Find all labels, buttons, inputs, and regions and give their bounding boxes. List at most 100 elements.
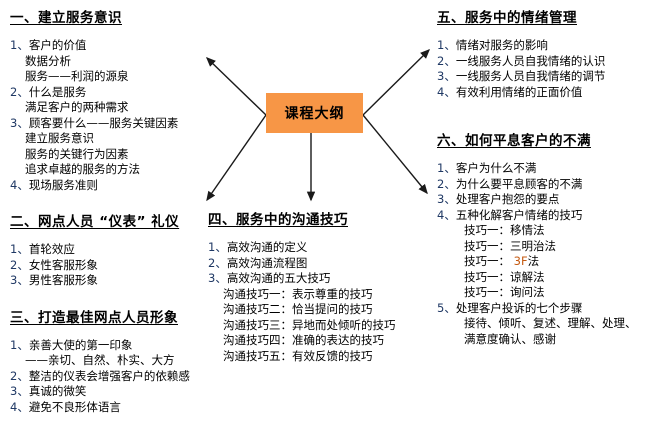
item-text: 为什么要平息顾客的不满 xyxy=(455,176,583,191)
item-number: 1、 xyxy=(437,161,456,175)
list-item[interactable]: 1、 客户为什么不满 xyxy=(437,161,652,177)
list-subitem: 沟通技巧一：表示尊重的技巧 xyxy=(223,286,373,301)
item-number: 1、 xyxy=(437,38,456,52)
section-three: 三、打造最佳网点人员形象 1、 亲善大使的第一印象 ——亲切、自然、朴实、大方 … xyxy=(10,306,210,416)
list-item[interactable]: 2、 整洁的仪表会增强客户的依赖感 xyxy=(10,369,210,385)
section-five-heading: 五、服务中的情绪管理 xyxy=(437,10,577,26)
item-text: 有效利用情绪的正面价值 xyxy=(455,84,583,99)
item-number: 2、 xyxy=(10,257,29,272)
section-two-list: 1、 首轮效应 2、 女性客服形象 3、 男性客服形象 xyxy=(10,242,210,289)
column-middle: 四、服务中的沟通技巧 1、 高效沟通的定义 2、 高效沟通流程图 3、 高效沟通… xyxy=(208,208,433,364)
list-subitem: 技巧一：移情法 xyxy=(464,223,545,237)
subitem-prefix: 技巧一： xyxy=(464,254,514,268)
item-text: 首轮效应 xyxy=(28,242,75,256)
item-number: 3、 xyxy=(437,192,456,206)
list-item[interactable]: 4、 现场服务准则 xyxy=(10,178,210,194)
list-item[interactable]: 1、 高效沟通的定义 xyxy=(208,240,433,256)
center-node-course-outline[interactable]: 课程大纲 xyxy=(266,93,363,133)
section-one-list: 1、 客户的价值 数据分析 服务——利润的源泉 2、 什么是服务 满足客户的两种… xyxy=(10,38,210,193)
item-number: 1、 xyxy=(10,38,29,52)
list-subitem: 满足客户的两种需求 xyxy=(25,100,129,114)
item-text: 客户的价值 xyxy=(28,38,87,52)
list-item[interactable]: 2、 为什么要平息顾客的不满 xyxy=(437,177,652,193)
item-number: 3、 xyxy=(10,384,29,398)
list-item[interactable]: 5、 处理客户投诉的七个步骤 xyxy=(437,301,652,317)
list-subitem: 建立服务意识 xyxy=(25,131,94,145)
list-subitem: 数据分析 xyxy=(25,53,71,68)
list-item[interactable]: 1、 情绪对服务的影响 xyxy=(437,38,652,54)
connector-to-section-two-three xyxy=(206,114,267,202)
item-text: 真诚的微笑 xyxy=(28,384,87,398)
connector-to-section-six xyxy=(362,114,428,195)
item-text: 男性客服形象 xyxy=(28,273,98,287)
item-text: 女性客服形象 xyxy=(28,257,98,272)
item-number: 4、 xyxy=(437,207,456,222)
section-one-heading: 一、建立服务意识 xyxy=(10,10,122,26)
item-number: 2、 xyxy=(437,53,456,68)
item-text: 处理客户投诉的七个步骤 xyxy=(455,300,583,315)
list-item[interactable]: 3、 顾客要什么——服务关键因素 xyxy=(10,116,210,132)
section-three-heading: 三、打造最佳网点人员形象 xyxy=(10,309,178,326)
item-number: 4、 xyxy=(10,177,29,192)
list-item[interactable]: 3、 男性客服形象 xyxy=(10,273,210,289)
item-text: 一线服务人员自我情绪的调节 xyxy=(455,69,606,83)
column-left: 一、建立服务意识 1、 客户的价值 数据分析 服务——利润的源泉 2、 什么是服… xyxy=(10,6,210,415)
item-number: 1、 xyxy=(10,242,29,256)
item-text: 整洁的仪表会增强客户的依赖感 xyxy=(28,368,190,383)
list-item[interactable]: 2、 女性客服形象 xyxy=(10,258,210,274)
list-item[interactable]: 1、 首轮效应 xyxy=(10,242,210,258)
list-subitem: 沟通技巧四：准确的表达的技巧 xyxy=(223,333,384,347)
section-six-heading: 六、如何平息客户的不满 xyxy=(437,133,591,149)
item-text: 避免不良形体语言 xyxy=(28,399,121,414)
list-item[interactable]: 4、 避免不良形体语言 xyxy=(10,400,210,416)
list-item[interactable]: 2、 一线服务人员自我情绪的认识 xyxy=(437,54,652,70)
item-text: 高效沟通流程图 xyxy=(226,255,308,270)
item-text: 高效沟通的五大技巧 xyxy=(226,271,331,285)
item-number: 4、 xyxy=(437,84,456,99)
list-subitem: 服务的关键行为因素 xyxy=(25,146,129,161)
list-item[interactable]: 3、 真诚的微笑 xyxy=(10,384,210,400)
item-number: 3、 xyxy=(437,69,456,83)
item-number: 2、 xyxy=(10,368,29,383)
list-item[interactable]: 1、 客户的价值 xyxy=(10,38,210,54)
list-subitem-3f: 技巧一： 3F法 xyxy=(437,254,652,270)
list-item[interactable]: 4、 有效利用情绪的正面价值 xyxy=(437,85,652,101)
list-item[interactable]: 2、 高效沟通流程图 xyxy=(208,256,433,272)
list-item[interactable]: 1、 亲善大使的第一印象 xyxy=(10,338,210,354)
item-text: 亲善大使的第一印象 xyxy=(28,337,133,352)
item-text: 高效沟通的定义 xyxy=(226,240,308,254)
list-subitem: 沟通技巧五：有效反馈的技巧 xyxy=(223,348,373,363)
item-number: 3、 xyxy=(10,273,29,287)
list-item[interactable]: 3、 高效沟通的五大技巧 xyxy=(208,271,433,287)
section-two: 二、网点人员 “仪表” 礼仪 1、 首轮效应 2、 女性客服形象 3、 男性客服… xyxy=(10,210,210,289)
list-item[interactable]: 3、 处理客户抱怨的要点 xyxy=(437,192,652,208)
section-two-heading: 二、网点人员 “仪表” 礼仪 xyxy=(10,214,180,230)
section-one: 一、建立服务意识 1、 客户的价值 数据分析 服务——利润的源泉 2、 什么是服… xyxy=(10,6,210,193)
item-text: 什么是服务 xyxy=(28,84,87,99)
item-number: 1、 xyxy=(10,337,29,352)
connector-to-section-one xyxy=(205,57,267,116)
connector-to-section-five xyxy=(362,49,430,116)
item-number: 2、 xyxy=(10,84,29,99)
item-number: 3、 xyxy=(208,271,227,285)
item-number: 4、 xyxy=(10,399,29,414)
list-subitem: 沟通技巧三：异地而处倾听的技巧 xyxy=(223,317,396,332)
item-number: 3、 xyxy=(10,115,29,130)
section-four: 四、服务中的沟通技巧 1、 高效沟通的定义 2、 高效沟通流程图 3、 高效沟通… xyxy=(208,208,433,364)
list-item[interactable]: 2、 什么是服务 xyxy=(10,85,210,101)
subitem-highlight: 3F xyxy=(513,254,528,268)
section-four-list: 1、 高效沟通的定义 2、 高效沟通流程图 3、 高效沟通的五大技巧 沟通技巧一… xyxy=(208,240,433,364)
list-subitem: 技巧一：三明治法 xyxy=(464,238,556,253)
item-number: 1、 xyxy=(208,240,227,254)
list-item[interactable]: 3、 一线服务人员自我情绪的调节 xyxy=(437,69,652,85)
column-right: 五、服务中的情绪管理 1、 情绪对服务的影响 2、 一线服务人员自我情绪的认识 … xyxy=(437,6,652,347)
list-item[interactable]: 4、 五种化解客户情绪的技巧 xyxy=(437,208,652,224)
item-text: 情绪对服务的影响 xyxy=(455,38,548,52)
item-text: 五种化解客户情绪的技巧 xyxy=(455,207,583,222)
list-subitem: 技巧一：询问法 xyxy=(464,285,545,299)
list-subitem: 技巧一：谅解法 xyxy=(464,269,545,284)
section-four-heading: 四、服务中的沟通技巧 xyxy=(208,212,348,228)
item-text: 现场服务准则 xyxy=(28,177,98,192)
subitem-suffix: 法 xyxy=(527,254,540,268)
